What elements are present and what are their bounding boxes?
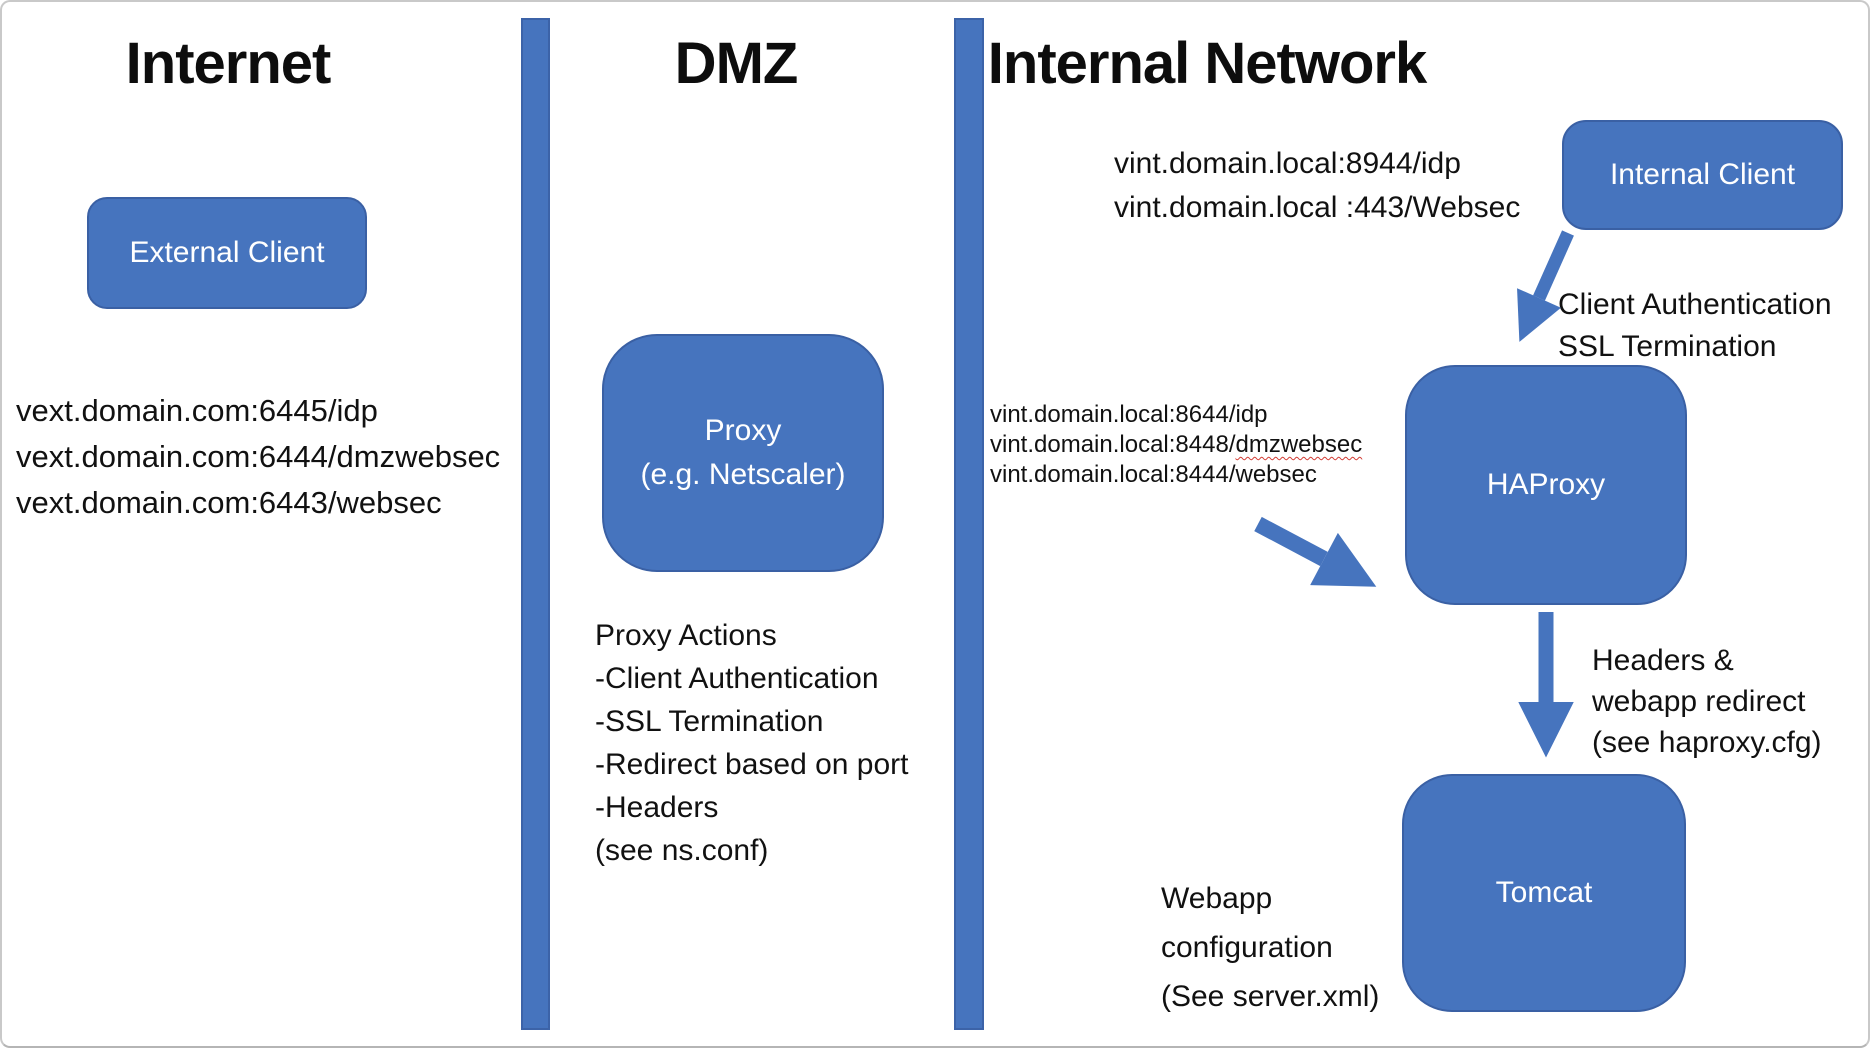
headers-redirect-note: Headers & webapp redirect (see haproxy.c… [1592,640,1822,763]
vint-haproxy-endpoints-note: vint.domain.local:8644/idp vint.domain.l… [990,400,1362,490]
vext-endpoint-line: vext.domain.com:6443/websec [16,485,442,520]
webapp-config-note: Webapp configuration (See server.xml) [1161,874,1379,1021]
vext-endpoints-note: vext.domain.com:6445/idp vext.domain.com… [16,388,500,526]
zone-title-dmz: DMZ [674,31,799,96]
proxy-actions-note: Proxy Actions -Client Authentication -SS… [595,614,909,872]
node-proxy: Proxy (e.g. Netscaler) [602,334,884,572]
node-haproxy: HAProxy [1405,365,1687,605]
vint-haproxy-endpoint-line: vint.domain.local:8644/idp [990,401,1268,428]
client-auth-line: SSL Termination [1558,330,1777,363]
node-internal-client: Internal Client [1562,120,1843,230]
proxy-actions-line: (see ns.conf) [595,834,769,867]
zone-title-internet: Internet [125,31,332,96]
zone-title-internal-network: Internal Network [987,31,1427,96]
vext-endpoint-line: vext.domain.com:6444/dmzwebsec [16,439,501,474]
headers-redirect-line: webapp redirect [1592,685,1806,718]
proxy-actions-line: -Headers [595,791,719,824]
vext-endpoint-line: vext.domain.com:6445/idp [16,393,378,428]
webapp-config-line: (See server.xml) [1161,980,1380,1013]
vint-client-endpoints-note: vint.domain.local:8944/idp vint.domain.l… [1114,142,1520,230]
spellcheck-flagged-word: dmzwebsec [1235,431,1363,458]
proxy-actions-line: -Client Authentication [595,662,879,695]
vint-client-endpoint-line: vint.domain.local :443/Websec [1114,191,1521,224]
proxy-actions-line: -SSL Termination [595,705,824,738]
arrow-endpoints-to-haproxy [1254,516,1377,587]
node-external-client: External Client [87,197,367,309]
vint-haproxy-endpoint-line: vint.domain.local:8444/websec [990,461,1317,488]
node-haproxy-label: HAProxy [1486,468,1606,501]
headers-redirect-line: Headers & [1592,644,1734,677]
webapp-config-line: Webapp [1161,882,1273,915]
headers-redirect-line: (see haproxy.cfg) [1592,726,1822,759]
client-auth-note: Client Authentication SSL Termination [1558,284,1832,368]
client-auth-line: Client Authentication [1558,288,1832,321]
node-internal-client-label: Internal Client [1609,158,1796,191]
vint-haproxy-endpoint-line: vint.domain.local:8448/dmzwebsec [990,431,1363,458]
zone-divider-bar-right [954,18,984,1030]
vint-client-endpoint-line: vint.domain.local:8944/idp [1114,147,1461,180]
proxy-actions-line: -Redirect based on port [595,748,909,781]
node-tomcat: Tomcat [1402,774,1686,1012]
proxy-actions-line: Proxy Actions [595,619,777,652]
webapp-config-line: configuration [1161,931,1333,964]
node-proxy-label-line2: (e.g. Netscaler) [640,458,846,491]
node-proxy-label-line1: Proxy [704,414,782,447]
node-external-client-label: External Client [129,236,325,269]
node-tomcat-label: Tomcat [1495,876,1593,909]
zone-divider-bar-left [521,18,550,1030]
